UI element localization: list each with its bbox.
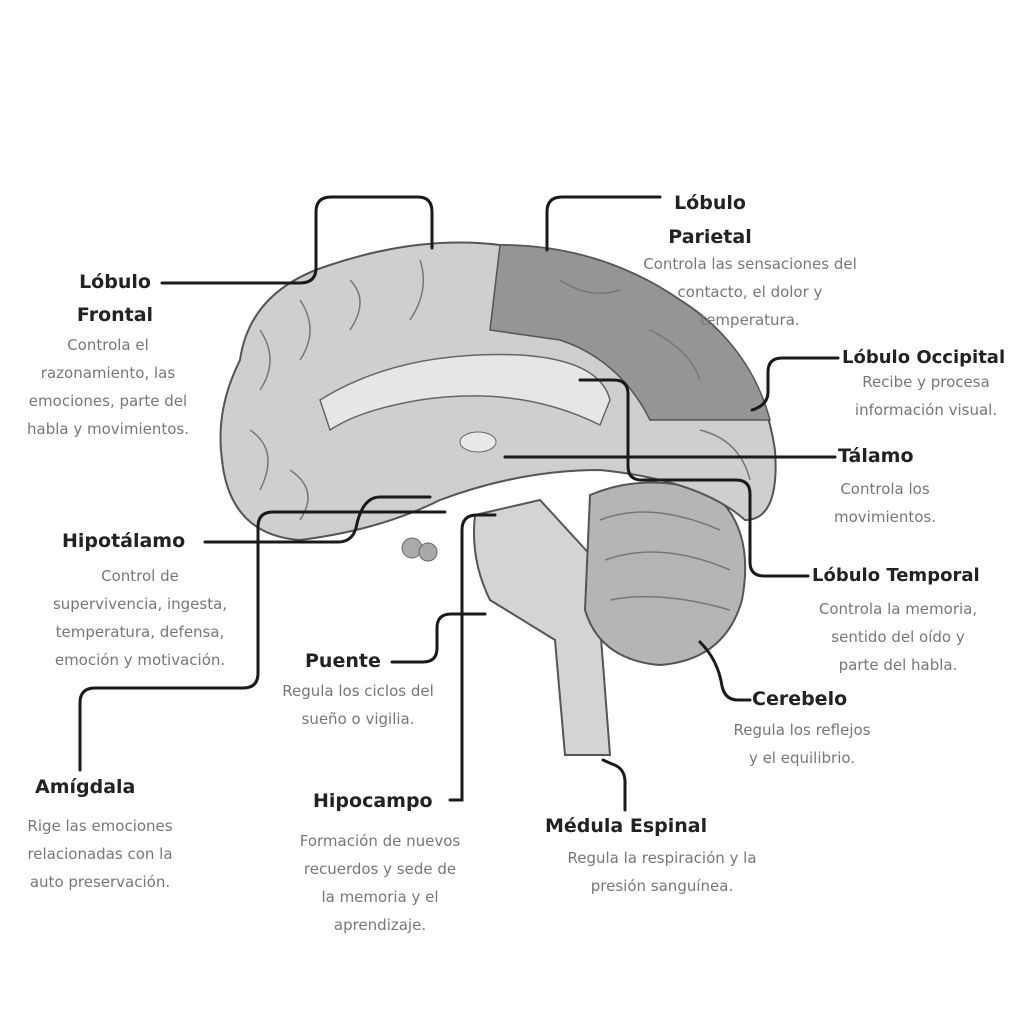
amigdala-title: Amígdala — [35, 776, 136, 798]
leader-parietal — [545, 195, 662, 252]
leader-occipital — [750, 356, 840, 412]
leader-cerebelo — [698, 640, 752, 702]
leader-lines — [78, 195, 840, 812]
cerebelo-title: Cerebelo — [752, 688, 848, 710]
leader-temporal — [578, 378, 810, 578]
leader-medula — [601, 758, 627, 812]
brainstem — [473, 498, 612, 756]
puente-title: Puente — [305, 650, 381, 672]
hipotalamo-title: Hipotálamo — [62, 530, 186, 552]
corpus-callosum — [319, 353, 611, 432]
leader-hipotalamo — [203, 495, 432, 544]
medula-title: Médula Espinal — [545, 815, 708, 837]
leader-hipocampo — [448, 513, 497, 802]
leader-puente — [390, 612, 487, 664]
cerebellum — [583, 481, 747, 667]
leader-frontal — [160, 195, 434, 285]
parietal-region — [489, 244, 771, 421]
leader-amigdala — [78, 510, 447, 772]
temporal-title: Lóbulo Temporal — [812, 565, 980, 586]
hipocampo-title: Hipocampo — [313, 790, 433, 812]
talamo-title: Tálamo — [838, 445, 914, 467]
occipital-title: Lóbulo Occipital — [842, 347, 1006, 368]
